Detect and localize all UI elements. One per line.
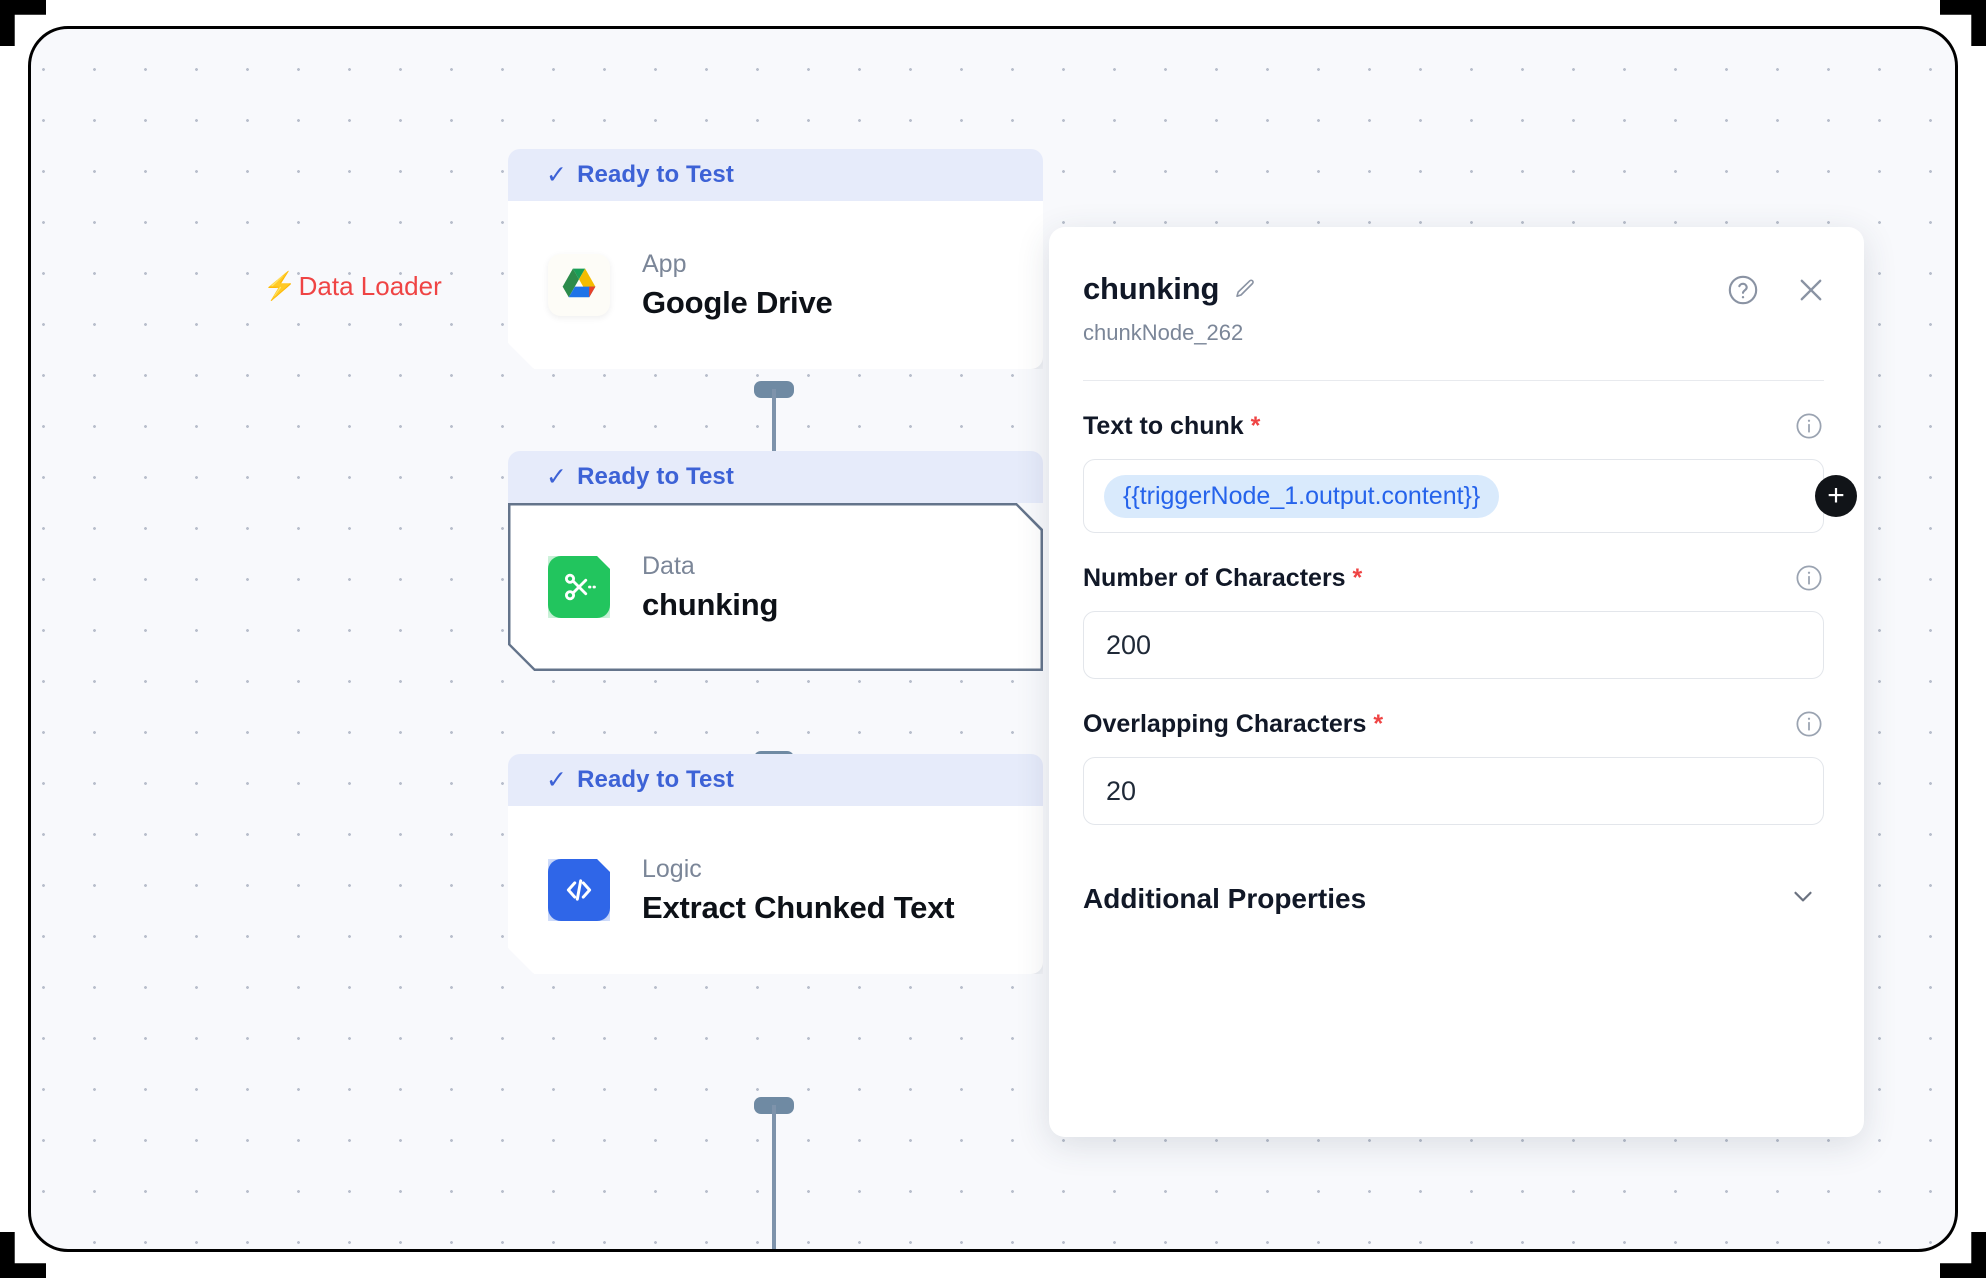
field-overlapping-characters: Overlapping Characters * 20	[1083, 709, 1824, 825]
required-marker: *	[1373, 709, 1384, 738]
node-card[interactable]: Data chunking	[508, 503, 1043, 671]
node-kind-label: App	[642, 249, 687, 278]
text-to-chunk-input[interactable]: {{triggerNode_1.output.content}} +	[1083, 459, 1857, 533]
connector-line-1	[772, 389, 776, 509]
info-icon[interactable]	[1794, 709, 1824, 739]
accordion-title: Additional Properties	[1083, 882, 1367, 914]
field-label: Number of Characters *	[1083, 563, 1363, 592]
node-kind-label: Data	[642, 551, 695, 580]
node-title-label: Extract Chunked Text	[642, 889, 955, 925]
info-icon[interactable]	[1794, 563, 1824, 593]
required-marker: *	[1250, 411, 1261, 440]
section-label-text: Data Loader	[298, 271, 442, 301]
node-status-bar: ✓ Ready to Test	[508, 149, 1043, 201]
google-drive-icon	[548, 254, 610, 316]
node-status-bar: ✓ Ready to Test	[508, 451, 1043, 503]
node-card[interactable]: Logic Extract Chunked Text	[508, 806, 1043, 974]
scissors-icon	[548, 556, 610, 618]
close-icon[interactable]	[1794, 273, 1828, 307]
additional-properties-accordion[interactable]: Additional Properties	[1083, 881, 1824, 916]
node-status-text: Ready to Test	[577, 766, 734, 793]
node-chunking[interactable]: ✓ Ready to Test Data c	[508, 451, 1043, 671]
connector-line-3	[772, 1105, 776, 1249]
node-kind-label: Logic	[642, 854, 702, 883]
node-status-text: Ready to Test	[577, 161, 734, 188]
check-icon: ✓	[546, 766, 568, 794]
check-icon: ✓	[546, 463, 568, 491]
node-extract-chunked-text[interactable]: ✓ Ready to Test Logic Extract Chunked Te…	[508, 754, 1043, 974]
node-settings-panel: chunking chunkNode_262	[1049, 227, 1864, 1137]
field-label: Text to chunk *	[1083, 411, 1261, 440]
pencil-icon[interactable]	[1233, 277, 1257, 301]
section-label-data-loader: ⚡ Data Loader	[263, 271, 442, 302]
node-title-label: Google Drive	[642, 284, 833, 320]
field-text-to-chunk: Text to chunk * {{triggerNode_1.output.c…	[1083, 411, 1857, 533]
variable-token[interactable]: {{triggerNode_1.output.content}}	[1104, 474, 1500, 518]
field-label: Overlapping Characters *	[1083, 709, 1384, 738]
number-of-characters-input[interactable]: 200	[1083, 611, 1824, 679]
node-status-text: Ready to Test	[577, 463, 734, 490]
add-variable-button[interactable]: +	[1815, 475, 1857, 517]
node-google-drive[interactable]: ✓ Ready to Test App Google Drive	[508, 149, 1043, 369]
overlapping-characters-input[interactable]: 20	[1083, 757, 1824, 825]
check-icon: ✓	[546, 161, 568, 189]
lightning-bolt-icon: ⚡	[263, 271, 297, 301]
panel-header: chunking chunkNode_262	[1083, 271, 1824, 346]
question-circle-icon[interactable]	[1726, 273, 1760, 307]
panel-subtitle: chunkNode_262	[1083, 320, 1244, 345]
node-title-label: chunking	[642, 586, 779, 622]
field-number-of-characters: Number of Characters * 200	[1083, 563, 1824, 679]
workflow-canvas[interactable]: ⚡ Data Loader ✓ Ready to Test	[28, 26, 1958, 1252]
node-status-bar: ✓ Ready to Test	[508, 754, 1043, 806]
code-brackets-icon	[548, 859, 610, 921]
chevron-down-icon[interactable]	[1788, 881, 1818, 916]
required-marker: *	[1352, 563, 1363, 592]
node-card[interactable]: App Google Drive	[508, 201, 1043, 369]
panel-title: chunking	[1083, 271, 1220, 306]
info-icon[interactable]	[1794, 411, 1824, 441]
panel-divider	[1083, 380, 1824, 381]
